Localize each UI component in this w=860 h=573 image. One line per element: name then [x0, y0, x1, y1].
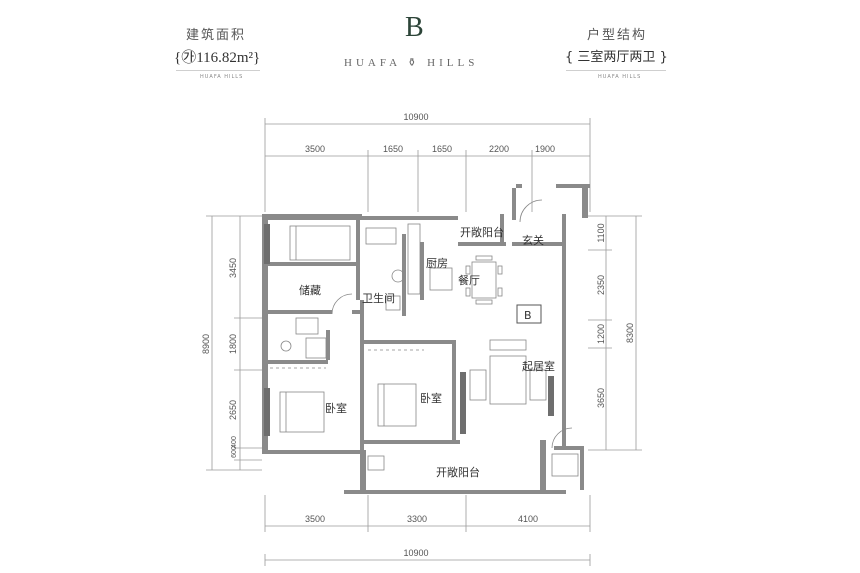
dim-left-total: 8900 — [201, 334, 211, 354]
dim-left-seg: 2650 — [228, 400, 238, 420]
dim-left-seg: 3450 — [228, 258, 238, 278]
dim-right-seg: 3650 — [596, 388, 606, 408]
room-foyer: 玄关 — [522, 233, 544, 247]
dim-bottom-seg: 3500 — [305, 514, 325, 524]
dim-left-seg: 400 — [231, 436, 238, 448]
walls — [262, 184, 590, 494]
fixtures — [270, 199, 579, 477]
room-open-balcony-bottom: 开敞阳台 — [436, 465, 480, 479]
room-open-balcony-top: 开敞阳台 — [460, 225, 504, 239]
dim-top-total: 10900 — [403, 112, 428, 122]
dim-top-seg: 3500 — [305, 144, 325, 154]
dim-bottom-seg: 3300 — [407, 514, 427, 524]
dim-left-seg: 1800 — [228, 334, 238, 354]
dim-right-total: 8300 — [625, 323, 635, 343]
room-storage: 储藏 — [299, 283, 321, 297]
room-bedroom-left: 卧室 — [325, 401, 347, 415]
layout-subtitle: HUAFA HILLS — [598, 74, 642, 80]
layout-value: { 三室两厅两卫 } — [565, 50, 668, 65]
dim-top-seg: 1650 — [432, 144, 452, 154]
room-dining: 餐厅 — [458, 273, 480, 287]
area-divider — [176, 70, 260, 71]
layout-title: 户型结构 — [587, 28, 648, 43]
dim-top-seg: 1650 — [383, 144, 403, 154]
room-bathroom: 卫生间 — [362, 291, 395, 305]
dim-right-seg: 1200 — [596, 324, 606, 344]
dim-top-seg: 1900 — [535, 144, 555, 154]
dim-top-seg: 2200 — [489, 144, 509, 154]
unit-letter: B — [405, 12, 424, 43]
area-subtitle: HUAFA HILLS — [200, 74, 244, 80]
brand-logo: HUAFA ⚱ HILLS — [344, 57, 479, 69]
room-kitchen: 厨房 — [426, 257, 448, 270]
area-value: {㉮116.82m²} — [174, 50, 261, 66]
room-living: 起居室 — [522, 359, 555, 373]
dim-right-seg: 2350 — [596, 275, 606, 295]
dim-bottom-seg: 4100 — [518, 514, 538, 524]
unit-tag: B — [524, 309, 532, 322]
dim-right-seg: 1100 — [596, 223, 606, 242]
unit-tag-box — [516, 304, 542, 324]
area-title: 建筑面积 — [186, 28, 247, 43]
dim-left-seg: 600 — [231, 446, 238, 458]
layout-divider — [566, 70, 666, 71]
dimension-labels: 10900 3500 1650 1650 2200 1900 3500 3300… — [201, 112, 635, 558]
room-labels: 开敞阳台 玄关 厨房 餐厅 储藏 卫生间 B 起居室 卧室 卧室 开敞阳台 — [299, 225, 555, 479]
dim-bottom-total: 10900 — [403, 548, 428, 558]
room-bedroom-mid: 卧室 — [420, 391, 442, 405]
dimension-lines — [206, 118, 642, 566]
